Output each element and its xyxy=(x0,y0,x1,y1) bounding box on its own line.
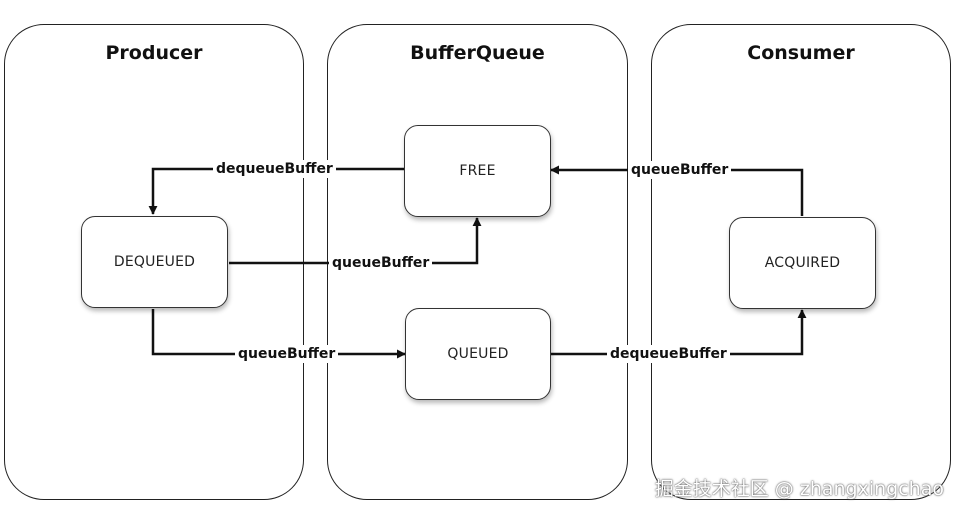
state-acquired: ACQUIRED xyxy=(729,217,876,309)
consumer-lane-title: Consumer xyxy=(747,42,855,64)
producer-lane-title: Producer xyxy=(105,42,203,64)
state-queued: QUEUED xyxy=(405,308,551,400)
edge-label-dequeued-to-free: queueBuffer xyxy=(329,254,433,272)
watermark: 掘金技术社区 @ zhangxingchao xyxy=(654,478,944,500)
state-dequeued: DEQUEUED xyxy=(81,216,228,308)
edge-label-queued-to-acquired: dequeueBuffer xyxy=(607,345,730,363)
edge-label-free-to-dequeued: dequeueBuffer xyxy=(213,160,336,178)
edge-label-dequeued-to-queued: queueBuffer xyxy=(235,345,339,363)
state-free: FREE xyxy=(404,125,551,217)
edge-label-acquired-to-free: queueBuffer xyxy=(628,161,732,179)
bufferqueue-lane-title: BufferQueue xyxy=(410,42,545,64)
dequeued-to-free-arrow xyxy=(229,217,482,265)
